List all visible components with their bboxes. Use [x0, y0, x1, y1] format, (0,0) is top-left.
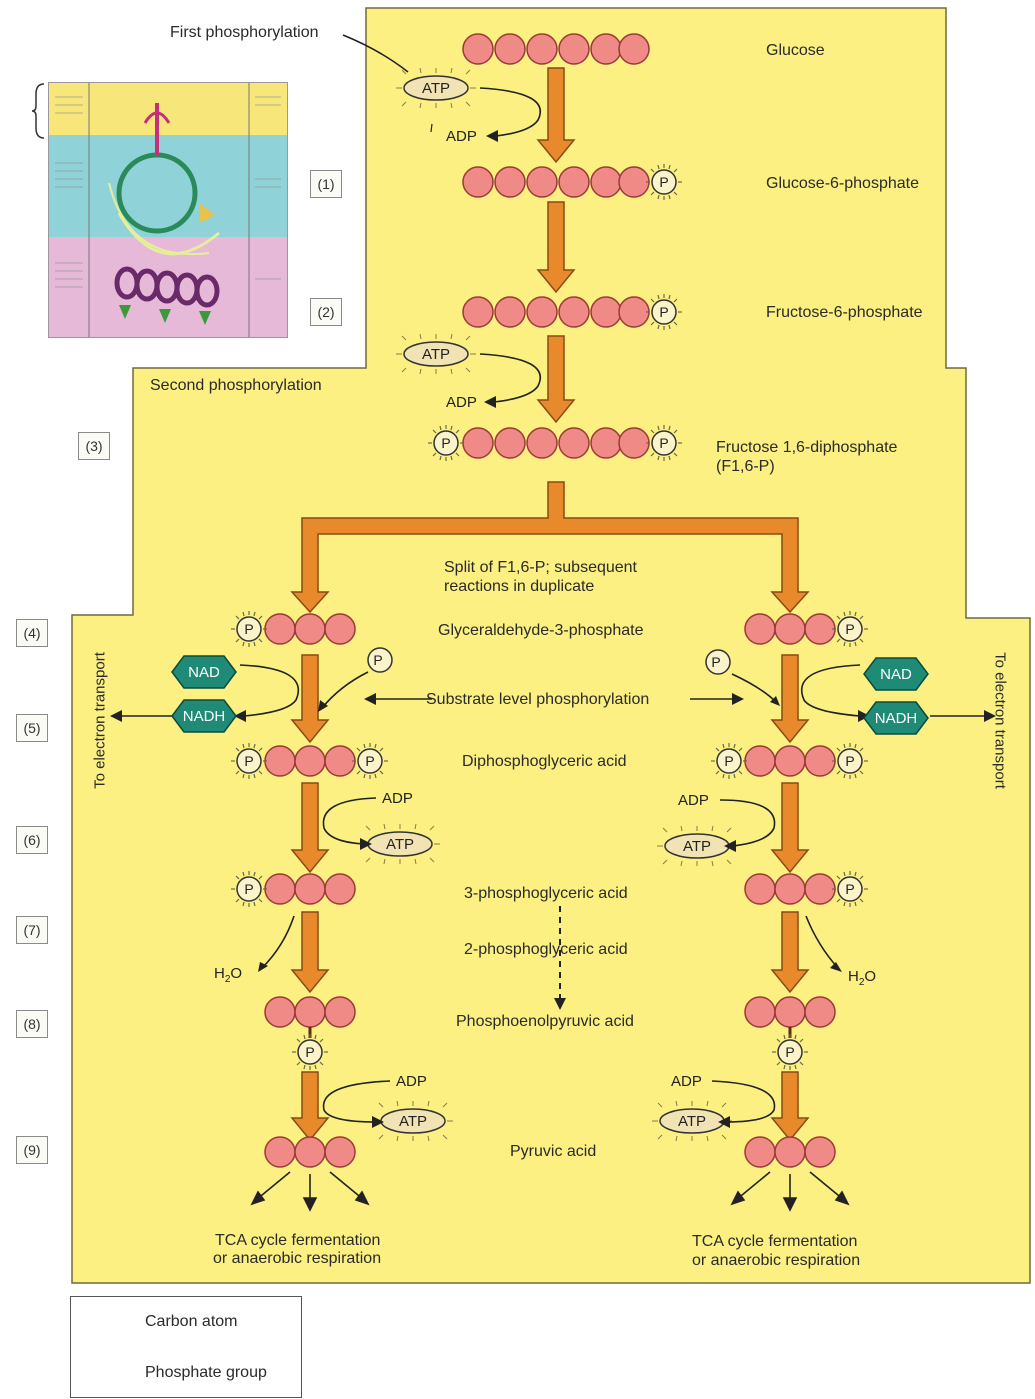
pyruvic-acid-label: Pyruvic acid [510, 1143, 597, 1160]
nad-hexagons [171, 655, 929, 735]
step-4: (4) [16, 619, 48, 647]
step-6: (6) [16, 826, 48, 854]
p-label: P [244, 621, 253, 637]
to-electron-transport-left: To electron transport [91, 652, 109, 789]
overview-thumbnail [48, 82, 288, 338]
fructose-16-diphosphate-label: Fructose 1,6-diphosphate [716, 439, 898, 456]
step-1: (1) [310, 170, 342, 198]
p-label: P [305, 1044, 314, 1060]
step-5: (5) [16, 714, 48, 742]
3-phosphoglyceric-label: 3-phosphoglyceric acid [464, 885, 628, 902]
dashed-arrow [554, 906, 566, 1010]
g3p-label: Glyceraldehyde-3-phosphate [438, 622, 644, 639]
p-label: P [244, 881, 253, 897]
nadh-label: NADH [875, 710, 918, 727]
p-label: P [785, 1044, 794, 1060]
tca-label-right-line2: or anaerobic respiration [692, 1252, 861, 1269]
glucose-label: Glucose [766, 42, 825, 59]
p-label: P [659, 174, 668, 190]
atp-label: ATP [399, 1113, 427, 1130]
adp-label: ADP [446, 128, 477, 145]
tca-label-left-line1: TCA cycle fermentation [215, 1232, 381, 1249]
p-label: P [244, 753, 253, 769]
p-label: P [659, 304, 668, 320]
h2o-label: H2O [214, 965, 242, 985]
2-phosphoglyceric-label: 2-phosphoglyceric acid [464, 941, 628, 958]
phosphoenolpyruvic-label: Phosphoenolpyruvic acid [456, 1013, 634, 1030]
p-label: P [365, 753, 374, 769]
step-7: (7) [16, 916, 48, 944]
reaction-arrowheads [110, 130, 996, 1128]
tca-label-right-line1: TCA cycle fermentation [692, 1233, 858, 1250]
atp-label: ATP [386, 836, 414, 853]
split-label-line2: reactions in duplicate [444, 578, 595, 595]
step-3: (3) [78, 432, 110, 460]
inset-brace [31, 83, 45, 139]
split-label-line1: Split of F1,6-P; subsequent [444, 559, 637, 576]
nadh-label: NADH [183, 708, 226, 725]
first-phosphorylation-label: First phosphorylation [170, 24, 319, 41]
step-8: (8) [16, 1010, 48, 1038]
legend: Carbon atom Phosphate group [70, 1296, 302, 1398]
pi-label: P [711, 654, 720, 670]
second-phosphorylation-label: Second phosphorylation [150, 377, 322, 394]
substrate-level-label: Substrate level phosphorylation [426, 691, 650, 708]
glucose-6-phosphate-label: Glucose-6-phosphate [766, 175, 919, 192]
nad-label: NAD [188, 664, 220, 681]
fructose-6-phosphate-label: Fructose-6-phosphate [766, 304, 923, 321]
legend-carbon-label: Carbon atom [145, 1313, 238, 1330]
diphosphoglyceric-label: Diphosphoglyceric acid [462, 753, 627, 770]
adp-label: ADP [446, 394, 477, 411]
adp-label: ADP [671, 1073, 702, 1090]
atp-label: ATP [683, 838, 711, 855]
p-label: P [724, 753, 733, 769]
nad-label: NAD [880, 666, 912, 683]
p-label: P [845, 753, 854, 769]
adp-label: ADP [678, 792, 709, 809]
main-flow-arrows [290, 67, 810, 1142]
p-label: P [441, 435, 450, 451]
adp-label: ADP [382, 790, 413, 807]
to-electron-transport-right: To electron transport [991, 652, 1009, 789]
pyruvate-outputs [250, 1171, 850, 1212]
tca-label-left-line2: or anaerobic respiration [213, 1250, 382, 1267]
atp-label: ATP [422, 80, 450, 97]
adp-label: ADP [396, 1073, 427, 1090]
pi-label: P [373, 652, 382, 668]
step-2: (2) [310, 298, 342, 326]
p-label: P [845, 621, 854, 637]
atp-label: ATP [678, 1113, 706, 1130]
step-9: (9) [16, 1136, 48, 1164]
legend-phosphate-label: Phosphate group [145, 1364, 267, 1381]
carbon-atoms [97, 33, 836, 1335]
p-label: P [845, 881, 854, 897]
fructose-16-abbr-label: (F1,6-P) [716, 458, 775, 475]
atp-label: ATP [422, 346, 450, 363]
p-label: P [659, 435, 668, 451]
h2o-label: H2O [848, 968, 876, 988]
